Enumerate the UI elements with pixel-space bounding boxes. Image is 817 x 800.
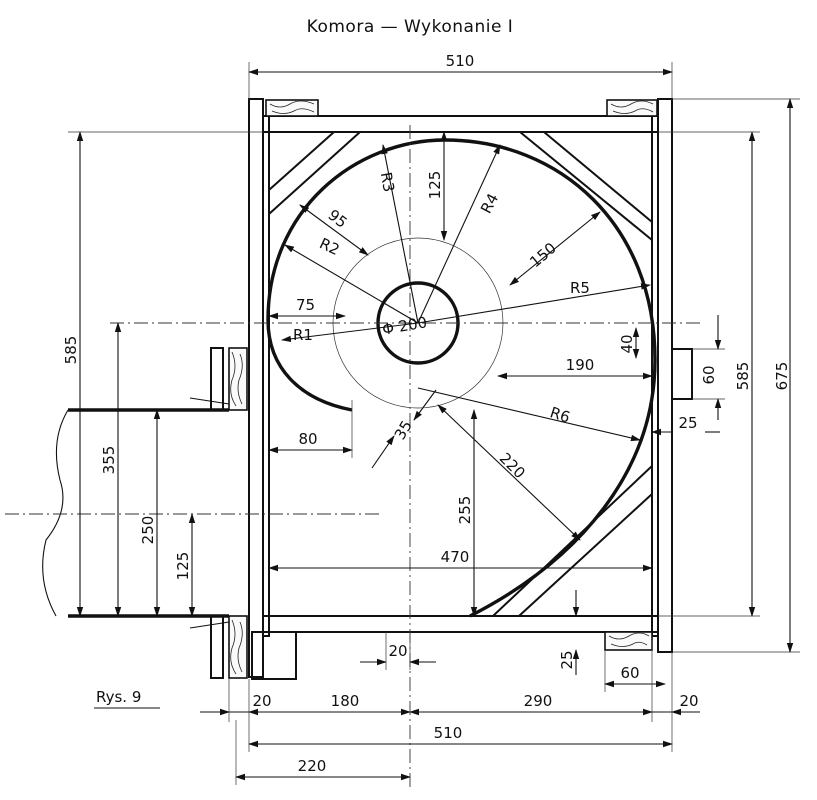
dim-bottom-510: 510 (248, 724, 673, 748)
inlet-pipe (42, 397, 230, 629)
dim-150: 150 (509, 211, 601, 286)
diagonal-braces (268, 131, 653, 617)
dim-25-right: 25 (651, 414, 720, 436)
dim-470: 470 (268, 548, 653, 572)
dim-label-675: 675 (773, 362, 791, 391)
dim-label-40: 40 (618, 334, 636, 353)
dim-label-bottom-220: 220 (298, 757, 327, 775)
dim-label-35: 35 (391, 417, 416, 443)
figure-caption: Rys. 9 (94, 688, 160, 709)
dim-label-60-right: 60 (700, 365, 718, 384)
radius-label-r1: R1 (293, 326, 313, 344)
dim-label-20-right: 20 (679, 692, 698, 710)
figure-label: Rys. 9 (96, 688, 141, 706)
dim-label-255: 255 (456, 496, 474, 525)
dim-250: 250 (139, 409, 161, 617)
dim-75: 75 (268, 296, 346, 320)
dim-label-25-right: 25 (678, 414, 697, 432)
dim-label-125-left: 125 (174, 552, 192, 581)
dim-label-125-top: 125 (426, 171, 444, 200)
dim-label-470: 470 (441, 548, 470, 566)
dim-label-220-diag: 220 (496, 449, 529, 482)
dim-585-left: 585 (62, 131, 263, 617)
radius-lines (281, 144, 651, 442)
dim-label-250: 250 (139, 516, 157, 545)
dim-675: 675 (672, 98, 800, 653)
outlet-stub: 60 (671, 315, 725, 420)
dim-label-top-510: 510 (446, 52, 475, 70)
wood-blocks (210, 99, 658, 679)
radius-label-r5: R5 (570, 279, 590, 297)
dim-label-585-right: 585 (734, 362, 752, 391)
dim-label-190: 190 (566, 356, 595, 374)
dim-190: 190 (497, 356, 653, 380)
dim-125-left: 125 (174, 513, 196, 617)
radius-label-r4: R4 (477, 190, 502, 216)
dim-top-510: 510 (248, 52, 673, 100)
dim-40: 40 (618, 327, 640, 359)
dim-20-mid: 20 (360, 632, 436, 670)
dim-35: 35 (371, 389, 437, 469)
dim-label-75: 75 (296, 296, 315, 314)
diameter-label: Φ 200 (381, 313, 429, 339)
dim-label-95: 95 (325, 206, 351, 232)
dim-label-20-left: 20 (252, 692, 271, 710)
dim-585-right: 585 (658, 131, 760, 617)
dim-bottom-220: 220 (235, 720, 411, 785)
dim-255: 255 (456, 409, 478, 617)
dim-label-180: 180 (331, 692, 360, 710)
dim-355: 355 (100, 322, 122, 617)
dim-125-top: 125 (426, 131, 448, 241)
dim-label-355: 355 (100, 446, 118, 475)
dim-25-bottom: 25 (558, 590, 580, 675)
dim-label-150: 150 (526, 239, 560, 271)
radius-label-r3: R3 (377, 171, 398, 194)
dim-label-20-mid: 20 (388, 642, 407, 660)
drawing-title: Komora — Wykonanie I (307, 17, 514, 37)
dim-label-bottom-510: 510 (434, 724, 463, 742)
dim-label-585-left: 585 (62, 336, 80, 365)
dim-60-bottom: 60 (604, 650, 666, 692)
dim-80: 80 (268, 400, 353, 458)
dim-label-60-bottom: 60 (620, 664, 639, 682)
radius-label-r2: R2 (317, 234, 343, 259)
dim-label-290: 290 (524, 692, 553, 710)
dim-label-80: 80 (298, 430, 317, 448)
dim-bottom-chain: 20 180 290 20 (200, 640, 700, 752)
dim-label-25-bottom: 25 (558, 650, 576, 669)
